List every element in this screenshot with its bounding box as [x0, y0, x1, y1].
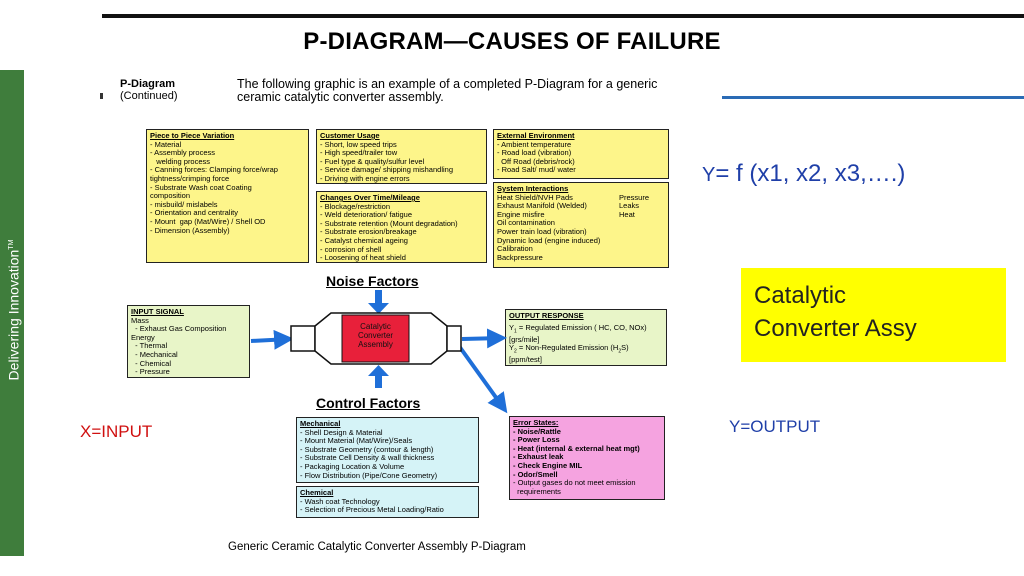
list-item: - Assembly process — [150, 148, 216, 158]
list-item: - Driving with engine errors — [320, 173, 410, 183]
list-item: - Service damage/ shipping mishandling — [320, 165, 453, 175]
list-item: - Noise/Rattle — [513, 426, 561, 436]
list-item: - Dimension (Assembly) — [150, 225, 230, 235]
list-item: - Packaging Location & Volume — [300, 461, 405, 471]
control-arrow — [368, 365, 389, 388]
list-item: Mass — [131, 315, 149, 325]
list-item: Calibration — [497, 244, 533, 254]
side-bar — [0, 70, 24, 556]
transfer-function-equation: Y= f (x1, x2, x3,….) — [702, 160, 906, 187]
noise-arrow — [368, 290, 389, 314]
list-item: - Check Engine MIL — [513, 460, 583, 470]
noise-factors-label: Noise Factors — [326, 273, 419, 289]
list-item: - Power Loss — [513, 435, 560, 445]
catalytic-converter-shape — [290, 312, 462, 365]
margin-mark — [100, 93, 103, 99]
slide-title: P-DIAGRAM—CAUSES OF FAILURE — [303, 28, 721, 55]
list-item: - Blockage/restriction — [320, 201, 391, 211]
control-factors-label: Control Factors — [316, 395, 421, 411]
converter-label: Catalytic Converter Assembly — [357, 322, 394, 349]
x-input-label: X=INPUT — [80, 422, 153, 441]
output-arrow — [461, 328, 507, 349]
list-item: tightness/crimping force — [150, 173, 230, 183]
list-item: composition — [150, 191, 191, 201]
list-item: Off Road (debris/rock) — [497, 156, 575, 166]
list-item: - Exhaust leak — [513, 452, 564, 462]
accent-rule — [722, 96, 1024, 99]
chemical-box: Chemical - Wash coat Technology- Selecti… — [296, 486, 479, 518]
list-item: - Mount gap (Mat/Wire) / Shell OD — [150, 216, 266, 226]
catalytic-converter-assy-label: Catalytic Converter Assy — [754, 282, 917, 342]
list-item: - Fuel type & quality/sulfur level — [320, 156, 425, 166]
list-item: - Catalyst chemical ageing — [320, 235, 408, 245]
mechanical-box: Mechanical - Shell Design & Material- Mo… — [296, 417, 479, 483]
list-item: - Mount Material (Mat/Wire)/Seals — [300, 436, 413, 446]
figure-intro: The following graphic is an example of a… — [237, 77, 658, 104]
list-item: Energy — [131, 332, 155, 342]
figure-caption: Generic Ceramic Catalytic Converter Asse… — [228, 541, 526, 553]
list-item: Oil contamination — [497, 218, 555, 228]
list-item: - Material — [150, 139, 182, 149]
list-item: - Substrate Geometry (contour & length) — [300, 444, 434, 454]
list-item: - Exhaust Gas Composition — [131, 324, 227, 334]
list-item: - Pressure — [131, 367, 170, 377]
list-item: - Orientation and centrality — [150, 208, 238, 218]
list-item: Backpressure — [497, 252, 543, 262]
top-rule — [102, 14, 1024, 18]
list-item: - Wash coat Technology — [300, 496, 380, 506]
list-item: welding process — [150, 156, 211, 166]
list-item: - Substrate erosion/breakage — [320, 227, 417, 237]
list-item: Power train load (vibration) — [497, 226, 587, 236]
input-arrow — [250, 329, 294, 350]
external-environment-box: External Environment - Ambient temperatu… — [493, 129, 669, 179]
list-item: - Canning forces: Clamping force/wrap — [150, 165, 278, 175]
list-item: - Heat (internal & external heat mgt) — [513, 443, 640, 453]
list-item: - Road load (vibration) — [497, 148, 572, 158]
list-item: - Substrate Cell Density & wall thicknes… — [300, 453, 435, 463]
input-signal-box: INPUT SIGNAL Mass - Exhaust Gas Composit… — [127, 305, 250, 378]
output-response-box: OUTPUT RESPONSE Y1 = Regulated Emission … — [505, 309, 667, 366]
list-item: - Chemical — [131, 358, 172, 368]
list-item: - Weld deterioration/ fatigue — [320, 210, 412, 220]
list-item: - Odor/Smell — [513, 469, 558, 479]
list-item: - Flow Distribution (Pipe/Cone Geometry) — [300, 470, 438, 480]
changes-over-time-box: Changes Over Time/Mileage - Blockage/res… — [316, 191, 487, 263]
list-item: - High speed/trailer tow — [320, 148, 398, 158]
list-item: requirements — [513, 486, 561, 496]
list-item: - Output gases do not meet emission — [513, 478, 636, 488]
list-item: - Short, low speed trips — [320, 139, 397, 149]
list-item: Dynamic load (engine induced) — [497, 235, 601, 245]
piece-variation-box: Piece to Piece Variation - Material- Ass… — [146, 129, 309, 263]
list-item: - Road Salt/ mud/ water — [497, 165, 576, 175]
list-item: - Thermal — [131, 341, 168, 351]
list-item: - Substrate retention (Mount degradation… — [320, 218, 458, 228]
customer-usage-box: Customer Usage - Short, low speed trips-… — [316, 129, 487, 184]
list-item: - corrosion of shell — [320, 244, 382, 254]
list-item: - Mechanical — [131, 349, 178, 359]
list-item: - misbuild/ mislabels — [150, 199, 218, 209]
system-interactions-box: System Interactions Heat Shield/NVH Pads… — [493, 182, 669, 268]
highlight-box — [741, 268, 1006, 362]
list-item: - Shell Design & Material — [300, 427, 383, 437]
figure-section-label: P-Diagram (Continued) — [120, 78, 178, 102]
y-output-label: Y=OUTPUT — [729, 417, 821, 436]
list-item: - Loosening of heat shield — [320, 253, 406, 263]
list-item: - Substrate Wash coat Coating — [150, 182, 252, 192]
list-item: - Ambient temperature — [497, 139, 572, 149]
list-item: Exhaust Manifold (Welded)Leaks — [497, 201, 640, 211]
error-states-box: Error States: - Noise/Rattle- Power Loss… — [509, 416, 665, 500]
error-arrow — [457, 344, 508, 414]
list-item: - Selection of Precious Metal Loading/Ra… — [300, 505, 444, 515]
